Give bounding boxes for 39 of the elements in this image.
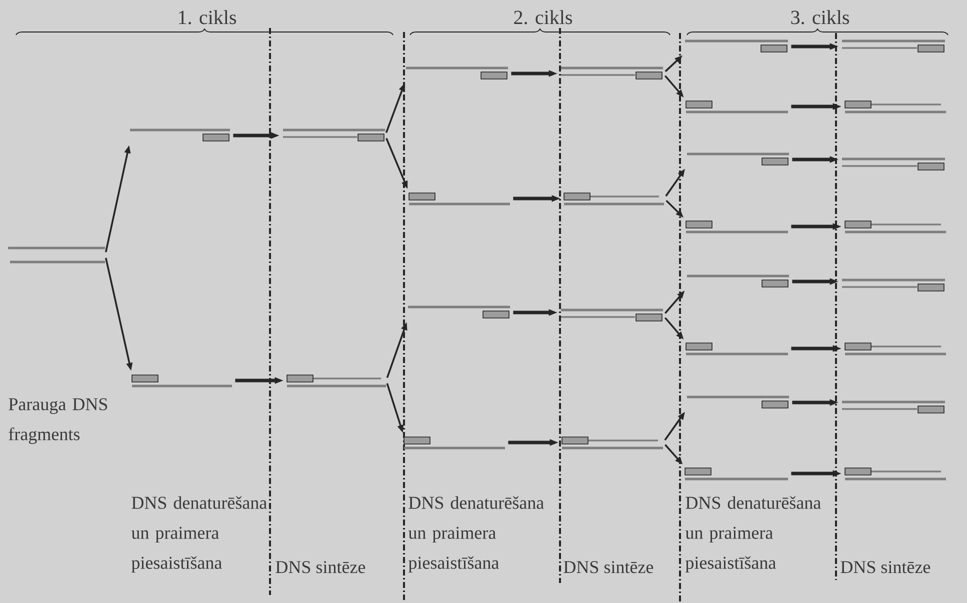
dna-strand-with-primer [684, 468, 788, 480]
double-strand-dna [844, 220, 946, 234]
double-strand-dna [842, 278, 945, 292]
double-strand-dna [842, 158, 945, 170]
double-strand-dna [562, 436, 663, 450]
step-label: DNS denaturēšana un praimera piesaistīšana [685, 496, 821, 573]
dna-strand-with-primer [132, 374, 232, 388]
cycle-label: 1. cikls [179, 10, 236, 24]
caption-text: Parauga DNS fragments [8, 398, 108, 444]
dna-strand-with-primer [687, 274, 789, 288]
double-strand-dna [286, 374, 386, 388]
dna-strand-with-primer [686, 220, 788, 234]
dna-strand-with-primer [408, 192, 510, 206]
dna-strand-with-primer [687, 152, 789, 166]
double-strand-dna [844, 342, 946, 356]
dna-strand-with-primer [685, 40, 788, 52]
step-label: DNS denaturēšana un praimera piesaistīšana [131, 496, 267, 573]
double-strand-dna [561, 66, 663, 80]
cycle-label: 2. cikls [514, 10, 572, 24]
double-strand-dna [844, 468, 946, 480]
step-label: DNS sintēze [840, 561, 930, 574]
double-strand-dna [842, 40, 945, 52]
dna-strand-with-primer [686, 342, 788, 356]
step-label: DNS sintēze [276, 561, 366, 574]
dna-strand-with-primer [687, 396, 789, 408]
dna-strand-with-primer [130, 128, 230, 142]
dna-strand-with-primer [408, 306, 510, 318]
double-strand-dna [8, 246, 105, 264]
step-label: DNS sintēze [564, 561, 654, 574]
step-label: DNS denaturēšana un praimera piesaistīšana [408, 496, 544, 573]
double-strand-dna [844, 100, 946, 114]
dna-strand-with-primer [686, 100, 788, 114]
cycle-label: 3. cikls [791, 10, 849, 24]
double-strand-dna [561, 308, 663, 322]
dna-strand-with-primer [406, 66, 508, 80]
dna-strand-with-primer [404, 436, 505, 450]
double-strand-dna [564, 192, 664, 206]
double-strand-dna [283, 128, 385, 142]
double-strand-dna [842, 400, 945, 414]
